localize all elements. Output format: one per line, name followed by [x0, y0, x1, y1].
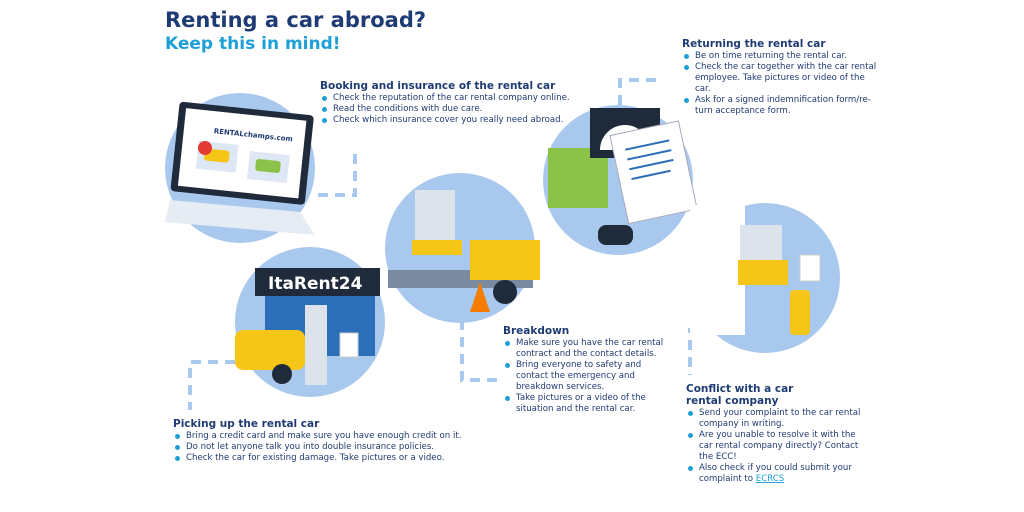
conflict-last-item-text: Also check if you could submit your comp… — [699, 463, 852, 484]
list-item: Ask for a signed indemnification form/re… — [682, 95, 882, 117]
conflict-heading: Conflict with a car rental company — [686, 383, 794, 407]
picking-up-section: Picking up the rental car Bring a credit… — [173, 418, 493, 464]
rental-office-illustration: ItaRent24 — [235, 247, 385, 397]
list-item: Make sure you have the car rental contra… — [503, 338, 673, 360]
breakdown-illustration — [385, 173, 540, 323]
list-item: Do not let anyone talk you into double i… — [173, 442, 493, 453]
list-item: Are you unable to resolve it with the ca… — [686, 430, 866, 463]
connector-returning — [618, 78, 660, 105]
conflict-illustration — [690, 203, 840, 353]
connector-booking — [318, 150, 357, 197]
booking-section: Booking and insurance of the rental car … — [320, 80, 580, 126]
page-subtitle: Keep this in mind! — [165, 34, 341, 54]
connector-breakdown — [460, 320, 500, 382]
list-item: Check which insurance cover you really n… — [320, 115, 580, 126]
booking-heading: Booking and insurance of the rental car — [320, 80, 556, 92]
returning-heading: Returning the rental car — [682, 38, 826, 50]
returning-illustration — [543, 105, 698, 255]
page-title: Renting a car abroad? — [165, 8, 427, 32]
picking-up-heading: Picking up the rental car — [173, 418, 320, 430]
connector-pickup — [188, 360, 235, 410]
list-item: Send your complaint to the car rental co… — [686, 408, 866, 430]
returning-section: Returning the rental car Be on time retu… — [682, 38, 882, 117]
list-item: Check the reputation of the car rental c… — [320, 93, 580, 104]
list-item: Bring everyone to safety and contact the… — [503, 360, 673, 393]
ecrcs-link[interactable]: ECRCS — [755, 474, 785, 484]
breakdown-section: Breakdown Make sure you have the car ren… — [503, 325, 673, 415]
list-item: Be on time returning the rental car. — [682, 51, 882, 62]
rental-sign-text: ItaRent24 — [268, 274, 363, 294]
list-item: Bring a credit card and make sure you ha… — [173, 431, 493, 442]
list-item: Also check if you could submit your comp… — [686, 463, 866, 485]
list-item: Take pictures or a video of the situatio… — [503, 393, 673, 415]
list-item: Read the conditions with due care. — [320, 104, 580, 115]
list-item: Check the car together with the car rent… — [682, 62, 882, 95]
list-item: Check the car for existing damage. Take … — [173, 453, 493, 464]
breakdown-heading: Breakdown — [503, 325, 570, 337]
conflict-section: Conflict with a car rental company Send … — [686, 383, 866, 485]
laptop-illustration: RENTALchamps.com — [165, 93, 315, 243]
